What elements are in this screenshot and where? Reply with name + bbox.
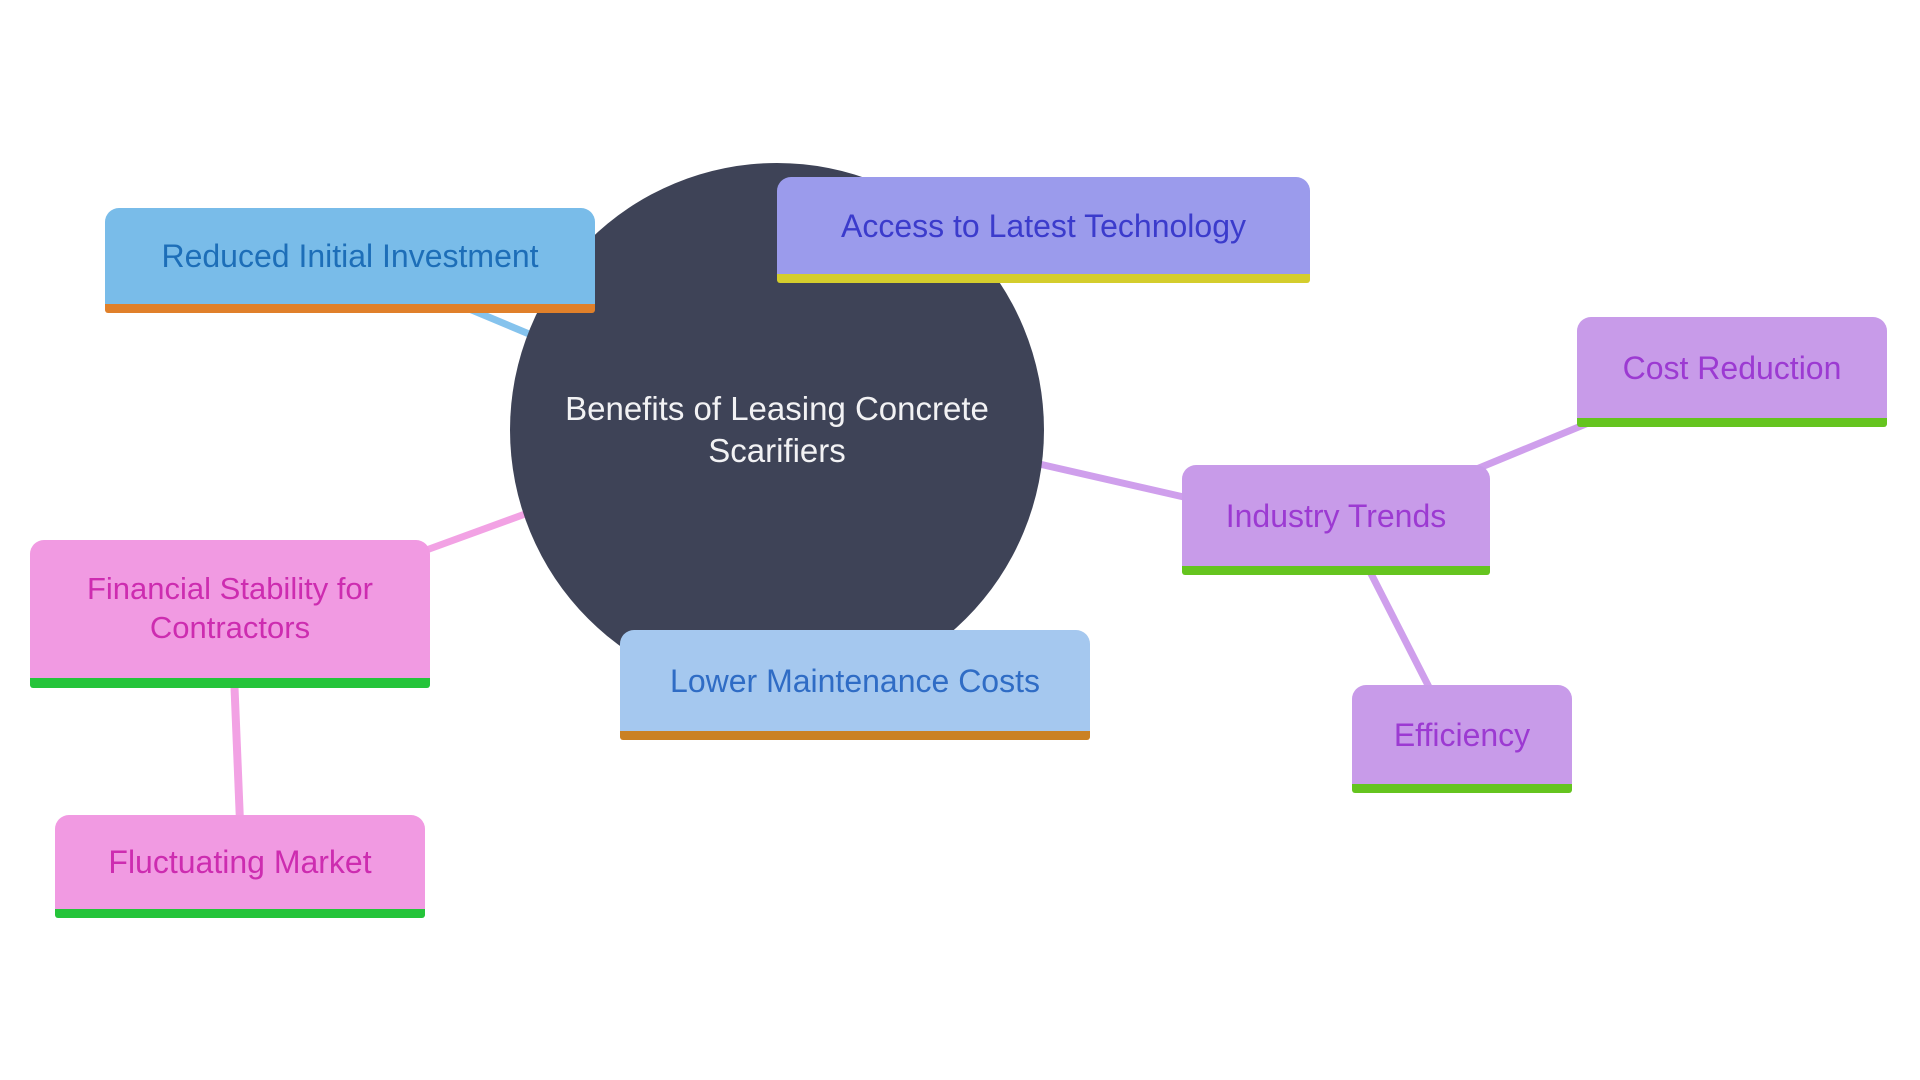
edge-industry-trends-to-efficiency — [1359, 556, 1437, 697]
node-label: Financial Stability for Contractors — [86, 571, 373, 645]
node-financial-stability-for-contractors[interactable]: Financial Stability for Contractors — [30, 540, 430, 688]
node-label: Lower Maintenance Costs — [670, 662, 1040, 699]
node-label: Access to Latest Technology — [841, 207, 1246, 244]
node-label: Industry Trends — [1225, 497, 1447, 534]
node-fluctuating-market[interactable]: Fluctuating Market — [55, 815, 425, 918]
node-label: Reduced Initial Investment — [161, 238, 539, 274]
node-reduced-initial-investment[interactable]: Reduced Initial Investment — [105, 208, 595, 313]
edge-financial-stability-to-fluctuating-market — [230, 674, 244, 823]
node-lower-maintenance-costs[interactable]: Lower Maintenance Costs — [620, 630, 1090, 740]
node-cost-reduction[interactable]: Cost Reduction — [1577, 317, 1887, 427]
node-efficiency[interactable]: Efficiency — [1352, 685, 1572, 793]
node-label: Fluctuating Market — [108, 844, 372, 880]
central-node-label: Benefits of Leasing Concrete Scarifiers — [565, 389, 989, 469]
node-label: Efficiency — [1393, 716, 1531, 753]
node-label: Cost Reduction — [1622, 349, 1842, 386]
node-access-to-latest-technology[interactable]: Access to Latest Technology — [777, 177, 1310, 283]
node-industry-trends[interactable]: Industry Trends — [1182, 465, 1490, 575]
central-node-benefits[interactable]: Benefits of Leasing Concrete Scarifiers — [510, 163, 1044, 697]
